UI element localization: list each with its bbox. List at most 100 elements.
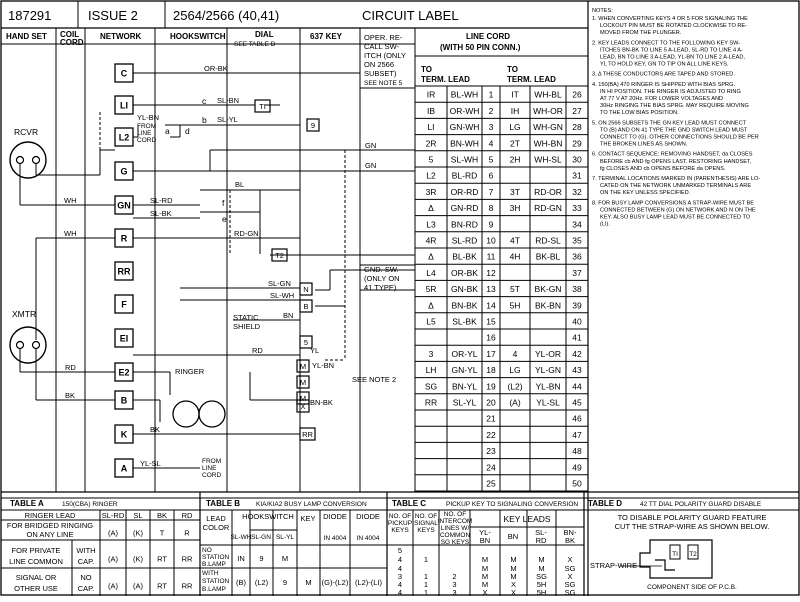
key-terminal: RR: [299, 427, 316, 441]
key-terminal-label: X: [300, 402, 305, 411]
key-terminal-label: M: [300, 394, 306, 403]
wire-label: SL-WH: [270, 291, 294, 300]
note-line: 6. CONTACT SEQUENCE: REMOVING HANDSET, d…: [592, 152, 753, 158]
network-terminal-label: EI: [120, 334, 129, 344]
note-line: MOVED FROM THE PLUNGER.: [600, 30, 682, 36]
wire-label: SL-BK: [150, 209, 172, 218]
note-line: CONNECTED BETWEEN (G) ON NETWORK AND N O…: [600, 207, 756, 213]
line-cord-cell: L3: [426, 219, 436, 229]
line-cord-cell: 5: [489, 155, 494, 165]
line-cord-cell: 32: [572, 187, 582, 197]
transmitter-symbol: [9, 326, 47, 364]
table-c-header: INTERCOM: [438, 518, 473, 525]
note-line: 3. Δ THESE CONDUCTORS ARE TAPED AND STOR…: [592, 72, 735, 78]
line-cord-cell: WH-BL: [534, 90, 562, 100]
line-cord-cell: BK-BN: [535, 300, 561, 310]
hookswitch-contact: d: [185, 126, 190, 136]
wire-label: BN-BK: [310, 398, 333, 407]
table-c-cell: 3: [452, 580, 456, 589]
table-a-cell: (K): [133, 555, 144, 564]
wire-label: OR-BK: [204, 64, 228, 73]
table-c-header: PICKUP: [388, 520, 412, 527]
network-terminal-label: L2: [119, 133, 130, 143]
table-c-cell: 5H: [537, 580, 547, 589]
table-c-header: NO. OF: [415, 513, 437, 520]
to-term-right-1: TO: [507, 65, 518, 74]
wire-label: SL-GN: [268, 279, 291, 288]
wire-label: GN: [365, 141, 376, 150]
table-c-lead-header: YL-: [479, 528, 491, 537]
static-shield-1: STATIC: [233, 313, 259, 322]
line-cord-subtitle: (WITH 50 PIN CONN.): [440, 43, 521, 52]
note-line: TO (B) AND ON 41 TYPE THE GND SWITCH LEA…: [600, 127, 748, 133]
table-c-header: SIGNAL: [414, 520, 438, 527]
note-line: AT 77 V AT 20Hz. FOR LOWER VOLTAGES AND: [600, 96, 723, 102]
drawing-number: 187291: [8, 8, 51, 23]
table-c-cell: M: [482, 555, 488, 564]
line-cord-cell: (A): [509, 398, 521, 408]
notes-heading: NOTES:: [592, 8, 613, 14]
wire-label: SL-BN: [217, 96, 239, 105]
table-c-cell: M: [482, 564, 488, 573]
column-dial: DIAL: [255, 30, 274, 39]
line-cord-cell: 13: [486, 284, 496, 294]
table-a-row-label: SIGNAL OR: [16, 573, 57, 582]
table-c-cell: M: [510, 555, 516, 564]
table-b-cell: (G)-(L2): [322, 578, 349, 587]
table-c-header: LINES W/: [441, 525, 470, 532]
transmitter-label: XMTR: [12, 309, 36, 319]
recall-line-3: ITCH (ONLY: [364, 51, 406, 60]
line-cord-cell: GN-WH: [450, 122, 480, 132]
table-d-caption: CUT THE STRAP-WIRE AS SHOWN BELOW.: [615, 522, 770, 531]
note-line: ON THE KEY UNLESS SPECIFIED.: [600, 190, 691, 196]
table-b-subheader: SL-WH: [231, 534, 252, 541]
line-cord-cell: RR: [425, 398, 437, 408]
table-d-strap-label: STRAP-WIRE: [590, 561, 637, 570]
line-cord-cell: 45: [572, 398, 582, 408]
line-cord-cell: 16: [486, 333, 496, 343]
column-dial-sub: SEE TABLE D: [234, 41, 276, 48]
line-cord-cell: IT: [511, 90, 519, 100]
line-cord-cell: 20: [486, 398, 496, 408]
ringer-label: RINGER: [175, 367, 205, 376]
hookswitch-contact: a: [165, 126, 170, 136]
line-cord-cell: 5: [429, 155, 434, 165]
wire-label: WH: [64, 196, 77, 205]
line-cord-cell: 30: [572, 155, 582, 165]
table-b-header: KEY: [300, 514, 315, 523]
hookswitch-contact: c: [202, 96, 207, 106]
table-c-header: COMMON: [440, 532, 471, 539]
line-cord-cell: 12: [486, 268, 496, 278]
table-b-header: IN 4004: [357, 535, 380, 542]
column-network: NETWORK: [100, 32, 142, 41]
column-coil-cord-2: CORD: [60, 38, 84, 47]
static-shield-2: SHIELD: [233, 322, 261, 331]
note-line: THE BROKEN LINES AS SHOWN.: [600, 142, 688, 148]
table-a-cell: (A): [108, 555, 119, 564]
table-c-cell: M: [510, 564, 516, 573]
line-cord-cell: WH-SL: [534, 155, 562, 165]
from-line-cord-1: FROM: [137, 123, 156, 130]
line-cord-cell: BN-BK: [452, 300, 478, 310]
line-cord-cell: YL-SL: [536, 398, 560, 408]
table-a-cell: T: [160, 529, 165, 538]
receiver-symbol: [9, 141, 47, 179]
network-terminal-label: E2: [118, 368, 129, 378]
table-a-cell: (K): [133, 529, 144, 538]
line-cord-cell: 3H: [510, 203, 521, 213]
table-c-cell: 1: [424, 580, 428, 589]
table-b-cell: 9: [283, 578, 287, 587]
notes-block: NOTES:1. WHEN CONVERTING KEYS 4 OR 5 FOR…: [592, 8, 760, 228]
wire-label: RD: [252, 346, 263, 355]
table-c-cell: 4: [398, 555, 402, 564]
column-handset: HAND SET: [6, 32, 47, 41]
table-c-cell: X: [567, 572, 572, 581]
line-cord-cell: 5H: [510, 300, 521, 310]
line-cord-cell: Δ: [428, 252, 434, 262]
table-d-subtitle: 42 TT DIAL POLARITY GUARD DISABLE: [640, 501, 762, 508]
line-cord-cell: RD-OR: [534, 187, 562, 197]
network-terminal-k: K: [114, 424, 134, 444]
key-terminal: 9: [306, 118, 320, 132]
